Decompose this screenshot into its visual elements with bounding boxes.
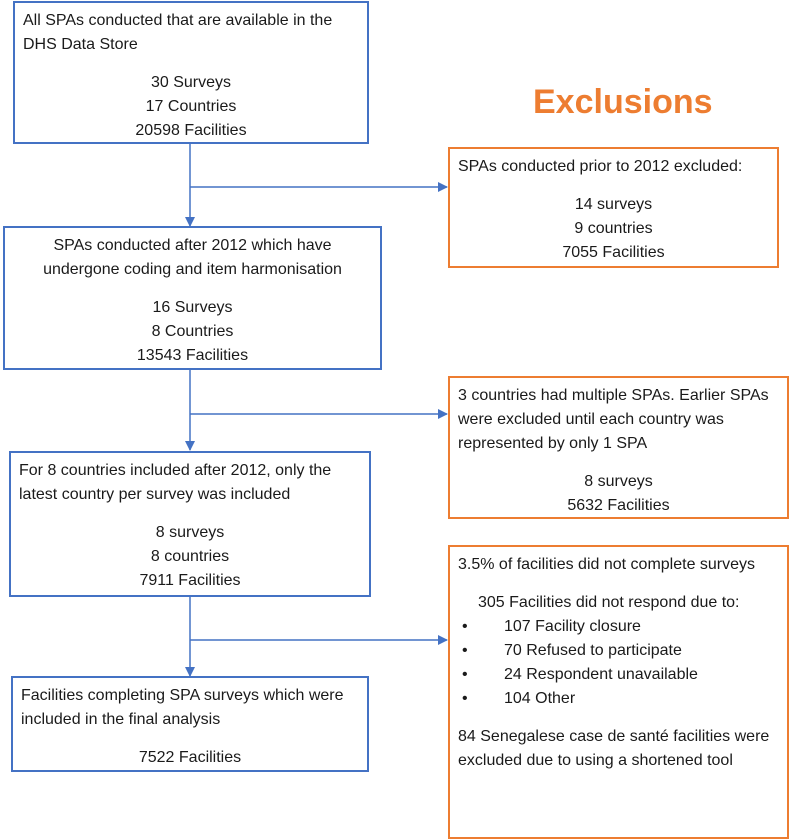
main-box-after-2012: SPAs conducted after 2012 which have und… [3, 226, 382, 370]
exclusion-box-line: 8 surveys [584, 473, 653, 490]
exclusion-box-heading: 3.5% of facilities did not complete surv… [458, 556, 756, 573]
reason-list: 107 Facility closure 70 Refused to parti… [458, 615, 779, 711]
exclusions-title: Exclusions [533, 83, 713, 121]
list-item: 24 Respondent unavailable [458, 663, 779, 687]
exclusion-box-multiple-spas: 3 countries had multiple SPAs. Earlier S… [448, 376, 789, 519]
main-box-final-analysis: Facilities completing SPA surveys which … [11, 676, 369, 772]
main-box-line: 7911 Facilities [139, 572, 241, 589]
exclusion-box-subheading: 305 Facilities did not respond due to: [478, 594, 740, 611]
main-box-line: 8 countries [150, 548, 230, 565]
main-box-heading: SPAs conducted after 2012 which have und… [43, 237, 342, 278]
list-item: 107 Facility closure [458, 615, 779, 639]
main-box-heading: Facilities completing SPA surveys which … [21, 687, 344, 728]
main-box-line: 20598 Facilities [135, 122, 247, 139]
exclusion-box-heading: SPAs conducted prior to 2012 excluded: [458, 158, 743, 175]
exclusion-box-line: 9 countries [574, 220, 653, 237]
main-box-line: 8 Countries [151, 323, 234, 340]
list-item: 70 Refused to participate [458, 639, 779, 663]
exclusion-box-heading: 3 countries had multiple SPAs. Earlier S… [458, 387, 769, 452]
main-box-line: 16 Surveys [152, 299, 233, 316]
main-box-line: 17 Countries [145, 98, 237, 115]
main-box-latest-survey: For 8 countries included after 2012, onl… [9, 451, 371, 597]
exclusion-box-footer: 84 Senegalese case de santé facilities w… [458, 728, 770, 769]
exclusion-box-prior-2012: SPAs conducted prior to 2012 excluded: 1… [448, 147, 779, 268]
main-box-all-spas: All SPAs conducted that are available in… [13, 1, 369, 144]
exclusion-box-non-response: 3.5% of facilities did not complete surv… [448, 545, 789, 839]
main-box-heading: For 8 countries included after 2012, onl… [19, 462, 332, 503]
exclusion-box-line: 5632 Facilities [567, 497, 670, 514]
main-box-line: 13543 Facilities [136, 347, 249, 364]
main-box-line: 30 Surveys [150, 74, 232, 91]
exclusion-box-line: 14 surveys [574, 196, 653, 213]
main-box-line: 7522 Facilities [138, 749, 242, 766]
list-item: 104 Other [458, 687, 779, 711]
exclusion-box-line: 7055 Facilities [562, 244, 665, 261]
main-box-heading: All SPAs conducted that are available in… [23, 12, 333, 53]
main-box-line: 8 surveys [155, 524, 225, 541]
